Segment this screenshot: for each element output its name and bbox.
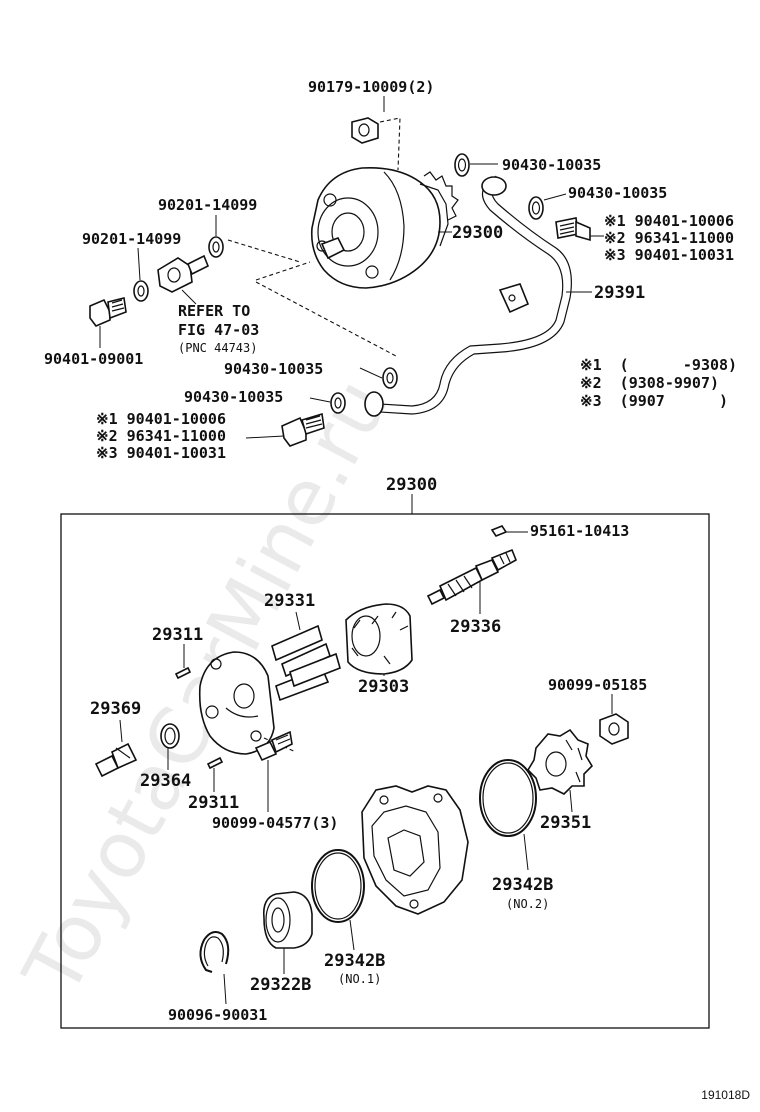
label-nut: 90179-10009(2) <box>308 78 434 96</box>
label-bolt-lower-3: ※3 90401-10031 <box>96 444 226 462</box>
label-oring-no1: 29342B <box>324 951 385 971</box>
pump-housing-part <box>361 785 469 915</box>
label-bolt-lower-2: ※2 96341-11000 <box>96 427 226 445</box>
label-bolt-lower-1: ※1 90401-10006 <box>96 410 226 428</box>
label-refer-3: (PNC 44743) <box>178 341 257 355</box>
bolt-3-part <box>254 730 293 762</box>
gasket-b-part <box>528 196 544 220</box>
key-part <box>490 525 508 537</box>
nut-2-part <box>599 713 629 745</box>
label-gasket-b: 90430-10035 <box>568 184 667 202</box>
label-gasket-a: 90430-10035 <box>502 156 601 174</box>
label-box-title: 29300 <box>386 475 437 495</box>
label-rotor: 29303 <box>358 677 409 697</box>
shaft-part <box>426 548 518 606</box>
snap-ring-part <box>199 931 230 973</box>
label-bolt-3: 90099-04577(3) <box>212 814 338 832</box>
label-pump: 29300 <box>452 223 503 243</box>
drive-gear-part <box>526 728 594 795</box>
label-shaft: 29336 <box>450 617 501 637</box>
label-pipe: 29391 <box>594 283 645 303</box>
label-nut-2: 90099-05185 <box>548 676 647 694</box>
note-3: ※3 (9907 ) <box>580 392 728 410</box>
washer-b-part <box>133 280 149 302</box>
label-bearing: 29322B <box>250 975 311 995</box>
bolt-left-part <box>89 297 127 327</box>
label-gasket-d: 90430-10035 <box>184 388 283 406</box>
label-refer-1: REFER TO <box>178 302 250 320</box>
oring-no2-part <box>479 759 537 837</box>
bearing-part <box>262 891 313 949</box>
label-pin-top: 29311 <box>152 625 203 645</box>
upper-assembly <box>89 96 604 447</box>
label-bolt-right-2: ※2 96341-11000 <box>604 229 734 247</box>
oil-pipe-part <box>364 175 572 417</box>
label-bolt-right-1: ※1 90401-10006 <box>604 212 734 230</box>
oring-small-part <box>160 723 180 749</box>
label-refer-2: FIG 47-03 <box>178 321 259 339</box>
exploded-assembly <box>94 525 629 1005</box>
label-oring-no1-sub: (NO.1) <box>338 972 381 986</box>
label-washer-a: 90201-14099 <box>158 196 257 214</box>
diagram-code: 191018D <box>701 1088 750 1102</box>
label-bolt-right-3: ※3 90401-10031 <box>604 246 734 264</box>
pin-top-part <box>174 666 192 680</box>
label-key: 95161-10413 <box>530 522 629 540</box>
label-valve: 29369 <box>90 699 141 719</box>
label-gasket-c: 90430-10035 <box>224 360 323 378</box>
label-gear: 29351 <box>540 813 591 833</box>
oring-no1-part <box>311 849 365 923</box>
note-1: ※1 ( -9308) <box>580 356 737 374</box>
label-vane: 29331 <box>264 591 315 611</box>
fitting-part <box>157 254 210 293</box>
pin-bottom-part <box>206 756 224 770</box>
label-pin-bottom: 29311 <box>188 793 239 813</box>
label-oring-small: 29364 <box>140 771 191 791</box>
gasket-c-part <box>382 367 398 389</box>
vacuum-pump-part <box>310 166 459 289</box>
gasket-d-part <box>330 392 346 414</box>
union-bolt-right-part <box>555 217 591 242</box>
label-oring-no2: 29342B <box>492 875 553 895</box>
nut-part <box>351 117 379 144</box>
check-valve-part <box>94 742 138 778</box>
washer-a-part <box>208 236 224 258</box>
exploded-view-frame <box>60 513 710 1029</box>
label-washer-b: 90201-14099 <box>82 230 181 248</box>
union-bolt-lower-part <box>281 412 325 447</box>
label-snap-ring: 90096-90031 <box>168 1006 267 1024</box>
note-2: ※2 (9308-9907) <box>580 374 719 392</box>
vane-part <box>271 624 341 702</box>
rotor-part <box>345 603 413 675</box>
label-bolt-left: 90401-09001 <box>44 350 143 368</box>
label-oring-no2-sub: (NO.2) <box>506 897 549 911</box>
gasket-a-part <box>454 153 470 177</box>
